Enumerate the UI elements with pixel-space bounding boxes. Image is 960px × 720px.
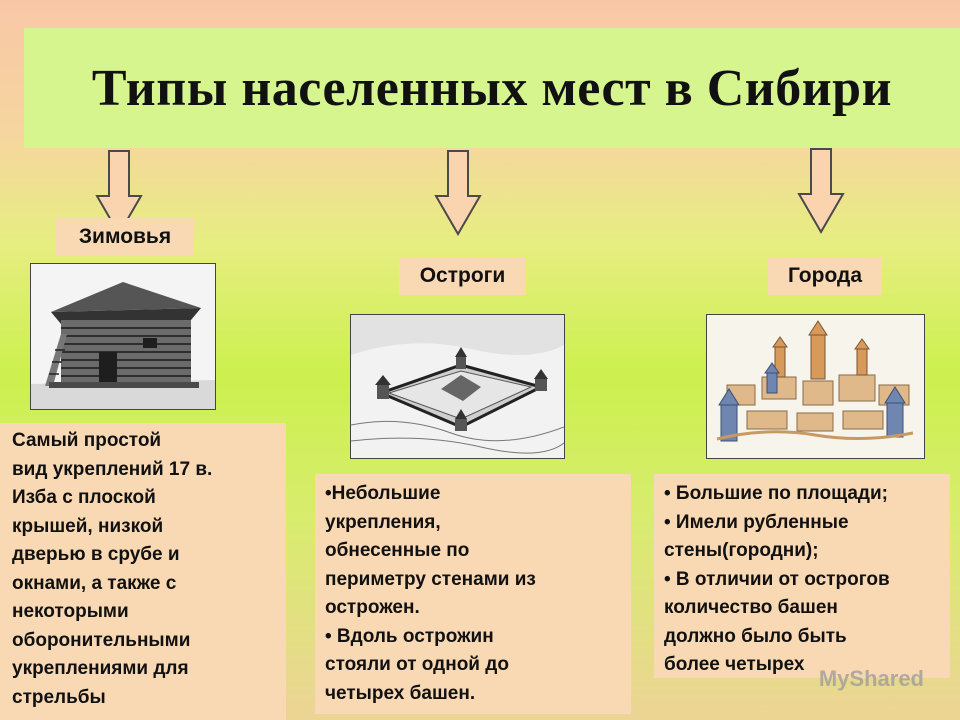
desc-line: • Имели рубленные xyxy=(664,511,849,533)
city-image xyxy=(706,314,925,459)
desc-line: количество башен xyxy=(664,597,838,618)
desc-line: более четырех xyxy=(664,654,805,675)
desc-line: четырех башен. xyxy=(325,682,476,704)
desc-line: крышей, низкой xyxy=(12,515,164,537)
desc-line: Самый простой xyxy=(12,430,162,451)
desc-line: укреплениями для xyxy=(12,658,189,679)
desc-line: острожен. xyxy=(325,597,420,618)
desc-line: стрельбы xyxy=(12,686,106,708)
desc-zimovya: Самый простой вид укреплений 17 в. Изба … xyxy=(0,423,286,720)
desc-ostrogi: •Небольшие укрепления, обнесенные по пер… xyxy=(315,474,631,714)
desc-line: оборонительными xyxy=(12,629,191,651)
desc-line: окнами, а также с xyxy=(12,572,177,594)
desc-line: • В отличии от острогов xyxy=(664,568,890,590)
desc-line: •Небольшие xyxy=(325,483,441,504)
desc-line: вид укреплений 17 в. xyxy=(12,458,213,480)
title-box: Типы населенных мест в Сибири xyxy=(24,28,960,148)
label-ostrogi: Остроги xyxy=(399,257,526,295)
label-zimovya: Зимовья xyxy=(56,218,194,256)
desc-goroda: • Большие по площади; • Имели рубленные … xyxy=(654,474,950,678)
desc-line: обнесенные по xyxy=(325,540,470,561)
desc-line: стояли от одной до xyxy=(325,654,509,675)
ostrog-fort-image xyxy=(350,314,565,459)
desc-line: • Вдоль острожин xyxy=(325,625,494,647)
desc-line: некоторыми xyxy=(12,601,129,622)
desc-line: Изба с плоской xyxy=(12,487,156,508)
watermark: MyShared xyxy=(818,666,924,691)
label-goroda: Города xyxy=(768,257,882,295)
arrow-down-icon xyxy=(434,150,482,236)
page-title: Типы населенных мест в Сибири xyxy=(91,59,893,117)
desc-line: дверью в срубе и xyxy=(12,544,180,565)
desc-line: стены(городни); xyxy=(664,540,819,561)
desc-line: должно было быть xyxy=(664,625,847,647)
desc-line: укрепления, xyxy=(325,511,441,533)
arrow-down-icon xyxy=(95,150,143,236)
desc-line: • Большие по площади; xyxy=(664,483,888,504)
desc-line: периметру стенами из xyxy=(325,568,536,590)
winter-hut-image xyxy=(30,263,216,410)
arrow-down-icon xyxy=(797,148,845,234)
